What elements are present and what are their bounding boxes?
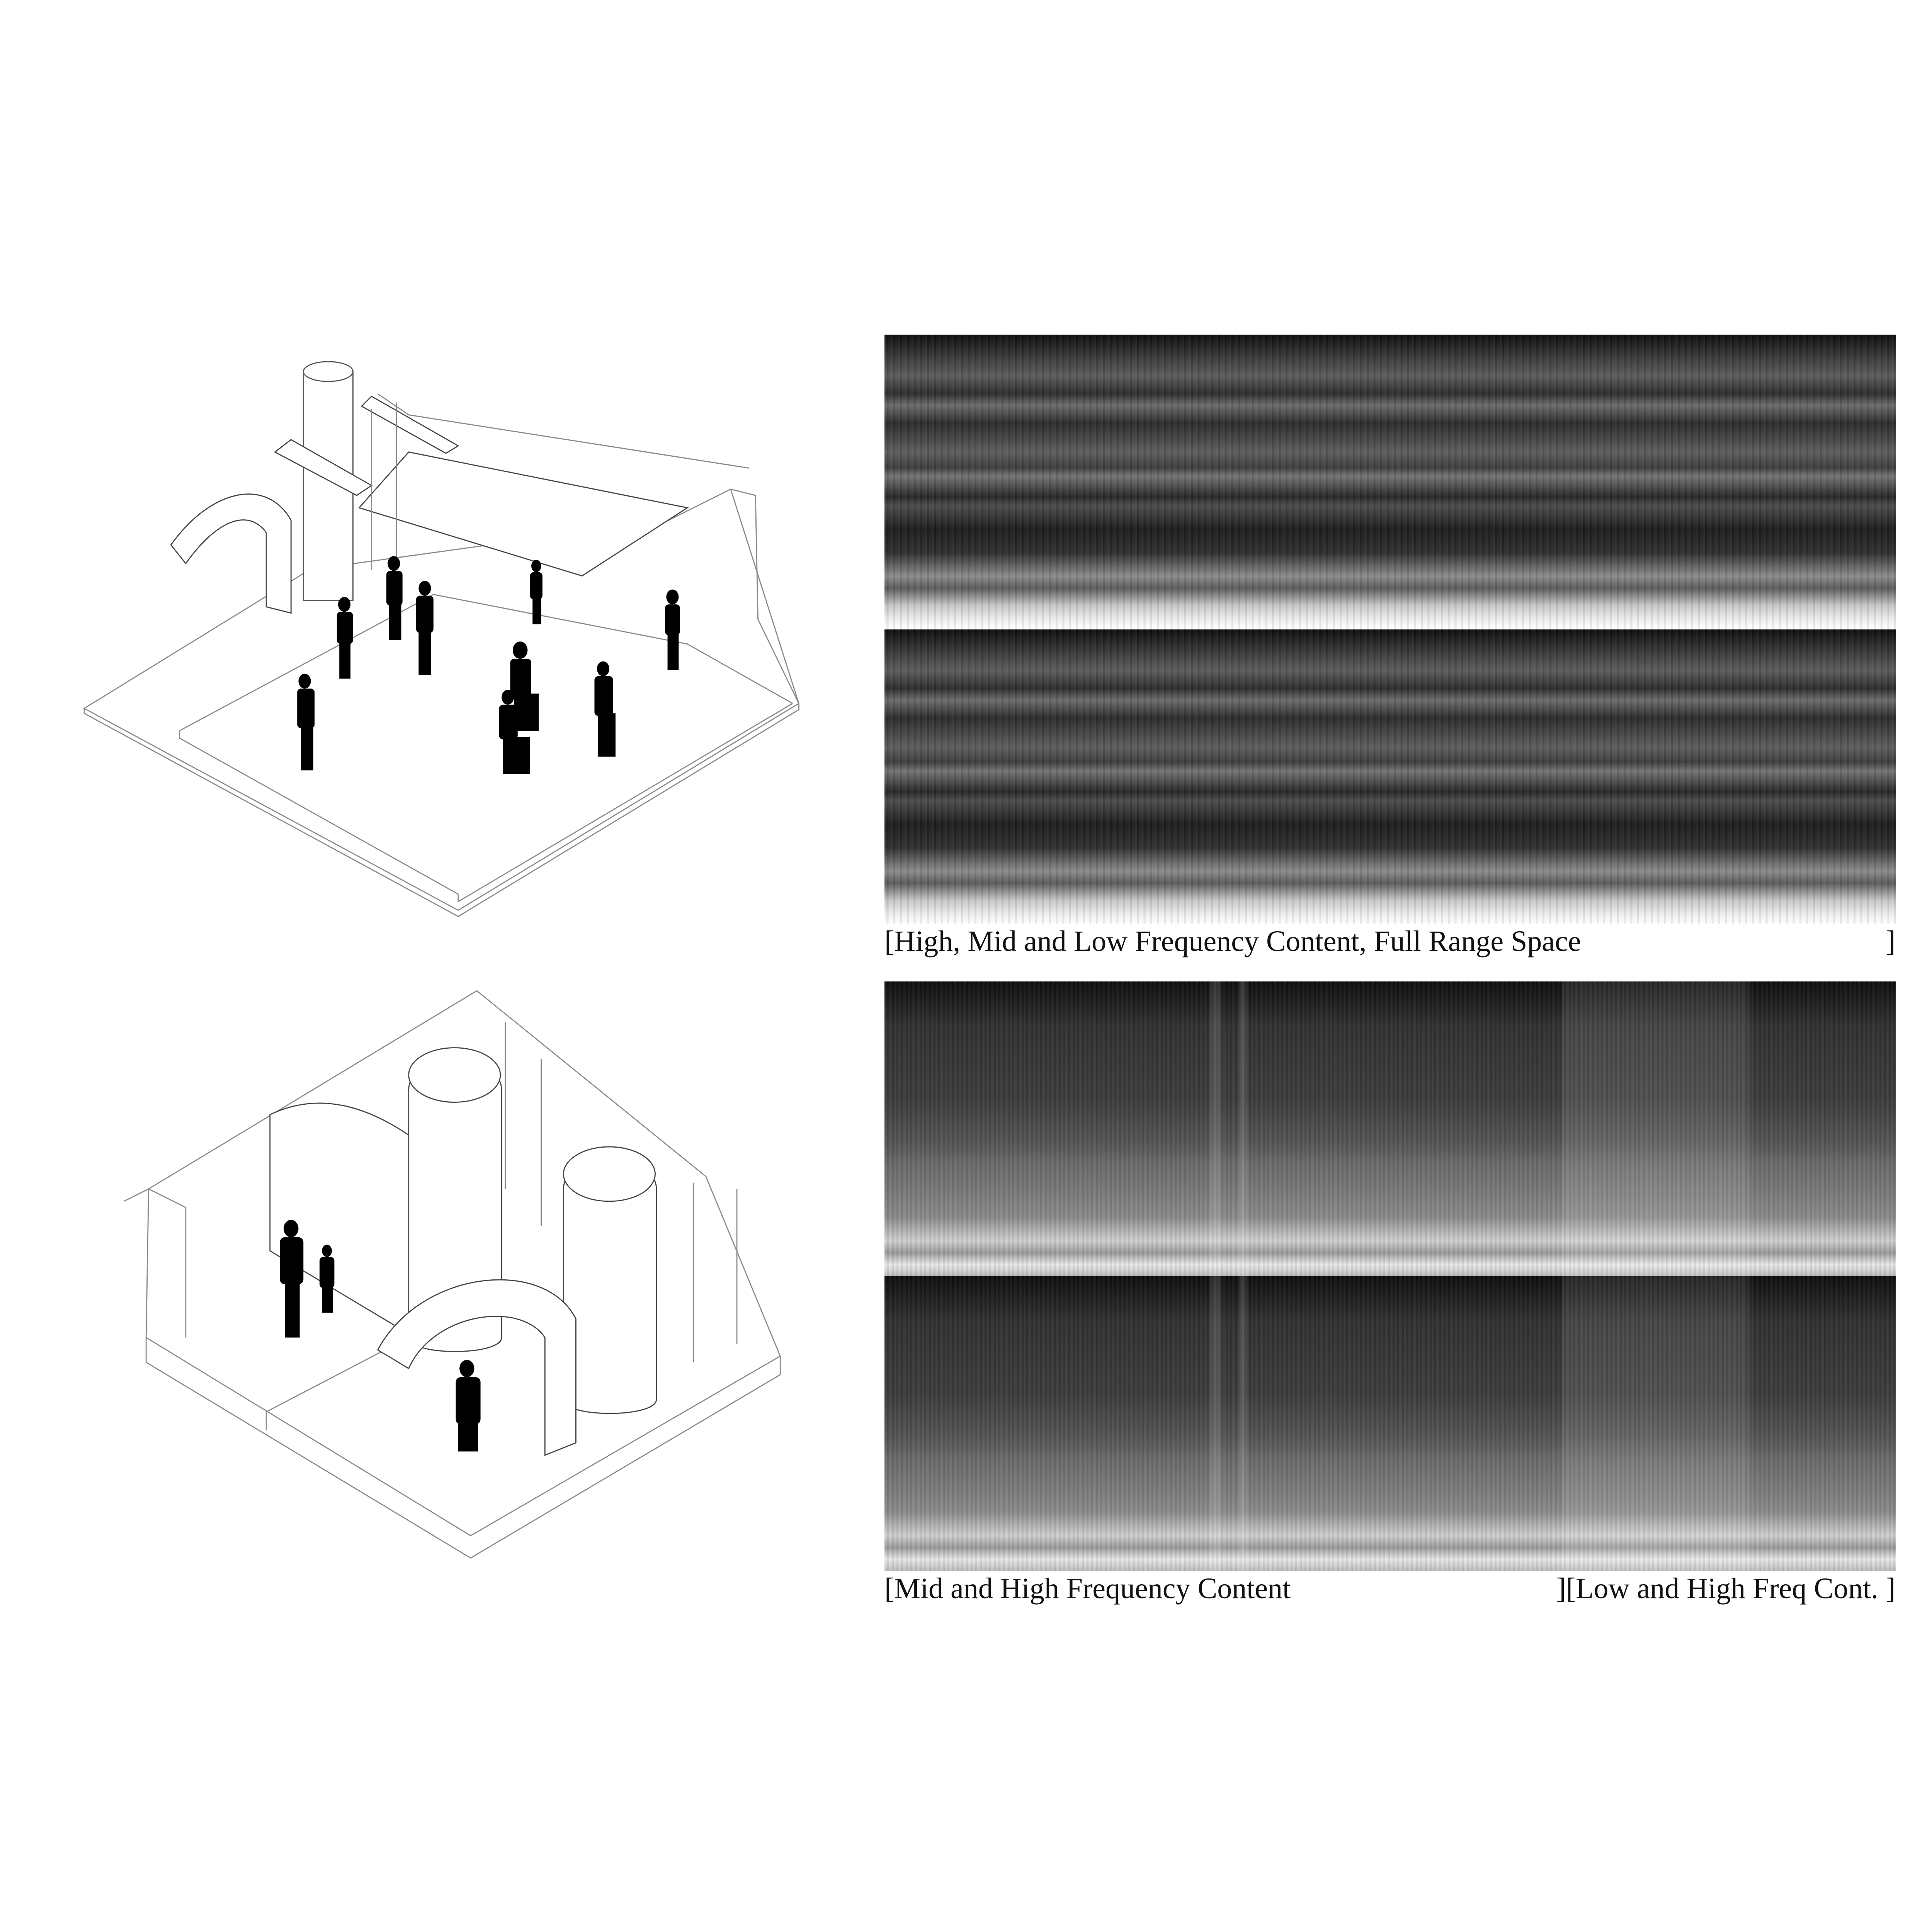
- people-silhouettes-top: [297, 556, 680, 774]
- caption-mid-high-text: [Mid and High Frequency Content: [884, 1572, 1291, 1605]
- caption-low-high: ][Low and High Freq Cont. ]: [1556, 1574, 1895, 1603]
- spectrogram-full-range: [884, 335, 1896, 924]
- spectrogram-mid-high: [884, 981, 1896, 1571]
- people-silhouettes-bottom: [280, 1220, 481, 1452]
- caption-mid-high: [Mid and High Frequency Content ][Low an…: [884, 1574, 1896, 1603]
- caption-low-high-text: ][Low and High Freq Cont. ]: [1556, 1572, 1896, 1605]
- spectrogram-channel-right: [884, 629, 1896, 924]
- caption-full-range-text: [High, Mid and Low Frequency Content, Fu…: [884, 925, 1581, 957]
- spectrogram-channel-right: [884, 1276, 1896, 1571]
- spectrogram-channel-left: [884, 335, 1896, 629]
- caption-bracket: ]: [1886, 925, 1896, 957]
- axonometric-full-range-space: [83, 361, 800, 917]
- spectrogram-channel-left: [884, 981, 1896, 1276]
- caption-full-range: [High, Mid and Low Frequency Content, Fu…: [884, 927, 1896, 956]
- axonometric-mid-high-space: [123, 990, 781, 1559]
- caption-full-range-close: ]: [1886, 927, 1895, 956]
